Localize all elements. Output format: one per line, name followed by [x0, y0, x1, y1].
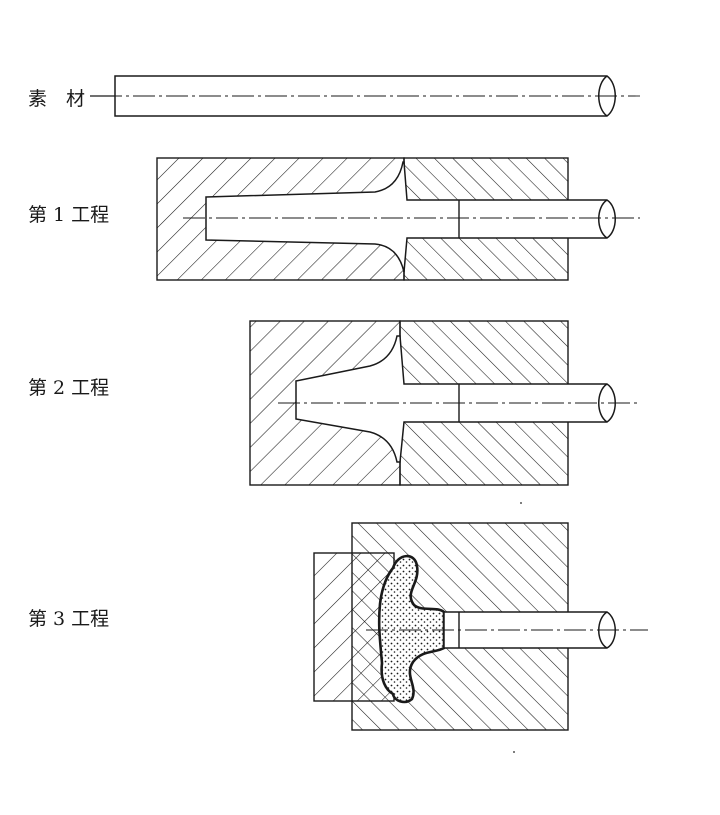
step-1-die: [156, 157, 640, 281]
label-raw-material: 素 材: [28, 88, 86, 110]
label-step-1: 第 1 工程: [28, 204, 110, 226]
label-step-3: 第 3 工程: [28, 608, 110, 630]
step3-shank: [443, 611, 616, 649]
step2-workpiece: [295, 335, 616, 463]
label-step-2: 第 2 工程: [28, 377, 110, 399]
step3-forged-head: [377, 554, 446, 704]
step1-bar-break: [598, 199, 608, 239]
step1-workpiece: [205, 161, 616, 273]
step-3-die: [313, 522, 648, 731]
scan-speck: [513, 751, 515, 753]
step2-bar-break: [598, 383, 608, 423]
raw-material-bar: [90, 75, 640, 117]
scan-speck: [520, 502, 522, 504]
step-2-die: [249, 320, 640, 486]
